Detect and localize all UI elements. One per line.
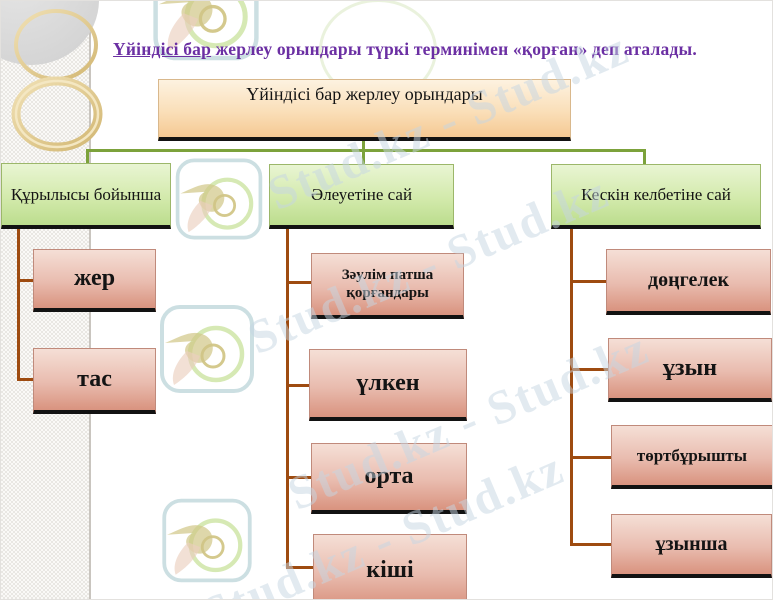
- branch-header-label: Әлеуетіне сай: [310, 185, 413, 205]
- page-title: Үйіндісі бар жерлеу орындары түркі терми…: [41, 39, 769, 60]
- connector-drop-left: [86, 149, 89, 166]
- stud-kz-hummingbird-logo: [153, 1, 259, 61]
- leaf-box-tas: тас: [33, 348, 156, 414]
- stud-kz-hummingbird-logo: [175, 158, 263, 240]
- connector-middle-column: [286, 229, 289, 569]
- branch-header-label: Құрылысы бойынша: [10, 184, 162, 204]
- branch-header-label: Кескін келбетіне сай: [581, 185, 731, 205]
- connector-root-stem: [362, 141, 365, 151]
- leaf-box-tortburyshty: төртбұрышты: [611, 425, 772, 489]
- root-box: Үйіндісі бар жерлеу орындары: [158, 79, 571, 141]
- leaf-box-label: тас: [77, 365, 112, 392]
- connector-stub: [17, 279, 33, 282]
- leaf-box-label: орта: [364, 463, 414, 490]
- leaf-box-ulken: үлкен: [309, 349, 467, 421]
- connector-stub: [570, 456, 611, 459]
- connector-stub: [286, 384, 309, 387]
- branch-header-shape: Кескін келбетіне сай: [551, 164, 761, 229]
- stud-kz-hummingbird-logo: [160, 305, 254, 393]
- connector-stub: [17, 378, 33, 381]
- connector-horizontal: [86, 149, 646, 152]
- stud-kz-hummingbird-logo: [162, 498, 252, 583]
- leaf-box-kishi: кіші: [313, 534, 467, 599]
- connector-right-column: [570, 229, 573, 546]
- leaf-box-label: ұзын: [662, 354, 718, 381]
- root-box-label: Үйіндісі бар жерлеу орындары: [246, 84, 483, 104]
- leaf-box-uzynsha: ұзынша: [611, 514, 772, 578]
- leaf-box-label: ұзынша: [655, 533, 728, 555]
- leaf-box-orta: орта: [311, 443, 467, 514]
- connector-stub: [286, 476, 311, 479]
- connector-drop-middle: [362, 149, 365, 167]
- connector-stub: [286, 281, 311, 284]
- leaf-box-label: Зәулім патша қорғандары: [341, 267, 434, 301]
- connector-stub: [570, 368, 608, 371]
- leaf-box-label: кіші: [366, 556, 414, 583]
- leaf-box-label: төртбұрышты: [636, 445, 748, 465]
- leaf-box-uzyn: ұзын: [608, 338, 772, 402]
- leaf-box-zaulim: Зәулім патша қорғандары: [311, 253, 464, 319]
- connector-stub: [570, 543, 611, 546]
- connector-stub: [286, 566, 313, 569]
- leaf-box-label: жер: [73, 265, 116, 292]
- leaf-box-zher: жер: [33, 249, 156, 312]
- branch-header-potential: Әлеуетіне сай: [269, 164, 454, 229]
- leaf-box-label: үлкен: [356, 369, 420, 396]
- connector-drop-right: [643, 149, 646, 167]
- connector-stub: [570, 280, 606, 283]
- title-rest-text: жерлеу орындары түркі терминімен «қорған…: [211, 39, 697, 59]
- leaf-box-label: дөңгелек: [648, 269, 729, 291]
- title-underlined-text: Үйіндісі бар: [113, 39, 212, 59]
- leaf-box-dongelek: дөңгелек: [606, 249, 771, 315]
- gold-rings-decor: [11, 9, 103, 152]
- connector-left-column: [17, 229, 20, 381]
- branch-header-construction: Құрылысы бойынша: [1, 163, 171, 229]
